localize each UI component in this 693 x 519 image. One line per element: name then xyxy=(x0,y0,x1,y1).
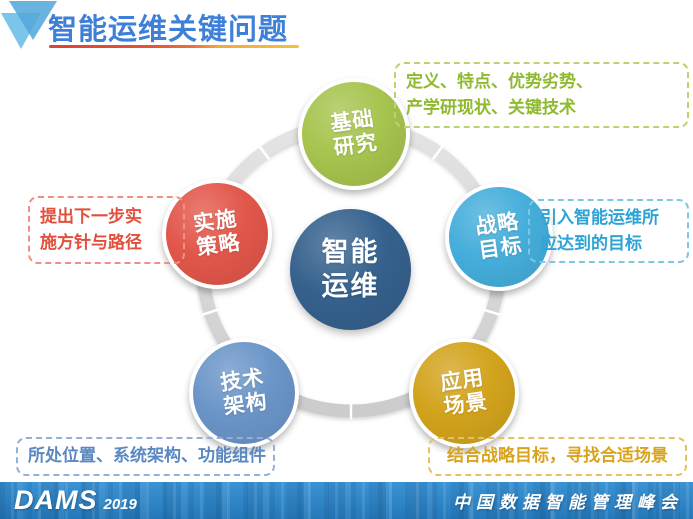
node-strategy-label: 战略目标 xyxy=(473,210,524,263)
brand-year: 2019 xyxy=(103,496,137,513)
note-application: 结合战略目标，寻找合适场景 xyxy=(428,437,687,476)
node-foundation-label: 基础研究 xyxy=(328,107,379,160)
note-strategy: 引入智能运维所 应达到的目标 xyxy=(528,199,689,263)
node-strategy: 战略目标 xyxy=(445,183,553,291)
node-foundation: 基础研究 xyxy=(298,78,410,190)
page-title: 智能运维关键问题 xyxy=(48,14,289,46)
note-foundation: 定义、特点、优势劣势、 产学研现状、关键技术 xyxy=(394,62,689,128)
node-architecture-label: 技术架构 xyxy=(218,366,269,419)
title-underline xyxy=(49,45,299,48)
node-application-label: 应用场景 xyxy=(438,366,489,419)
node-architecture: 技术架构 xyxy=(189,338,299,448)
node-center-label: 智能运维 xyxy=(321,236,380,301)
note-architecture: 所处位置、系统架构、功能组件 xyxy=(16,437,275,476)
footer-bar: DAMS 2019 中国数据智能管理峰会 xyxy=(0,482,693,519)
note-implementation: 提出下一步实 施方针与路径 xyxy=(28,196,185,264)
brand-logo: DAMS xyxy=(14,485,98,515)
footer-event-title: 中国数据智能管理峰会 xyxy=(453,493,683,512)
node-application: 应用场景 xyxy=(409,338,519,448)
node-implementation-label: 实施策略 xyxy=(191,207,242,260)
logo-icon xyxy=(1,1,57,49)
footer-brand: DAMS 2019 xyxy=(14,485,137,516)
node-center: 智能运维 xyxy=(290,209,411,330)
